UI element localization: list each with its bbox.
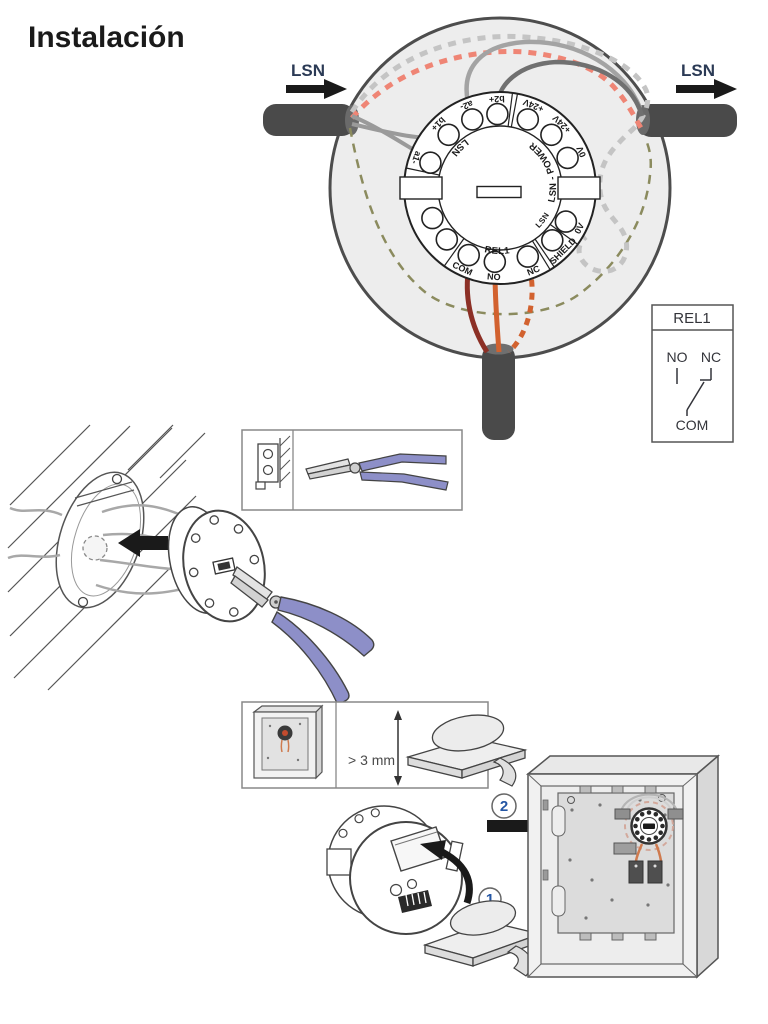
wire-lsn-a2-to-out <box>464 39 643 117</box>
terminal-label: a2- <box>459 98 475 112</box>
wiring-diagram: LSN LSN <box>263 16 737 440</box>
terminal-label: a1- <box>409 150 423 166</box>
adhesive-mount-illustration: > 3 mm 2 <box>241 701 721 979</box>
terminal-spare-2 <box>421 206 444 230</box>
tool-inset <box>241 429 463 511</box>
cabinet <box>525 754 721 979</box>
plate-holes <box>568 798 670 920</box>
terminal-no <box>483 250 507 274</box>
mini-cabinet-icon <box>252 704 324 780</box>
base-center-slot-dark <box>217 561 231 571</box>
thickness-arrow-icon <box>394 710 402 786</box>
wire-salmon-dashed <box>350 49 644 130</box>
base-connector <box>398 890 432 913</box>
terminal-24v-1 <box>516 108 540 131</box>
terminal-b2 <box>486 102 509 126</box>
terminal-com <box>457 243 481 267</box>
terminal-shield <box>540 229 564 252</box>
base-side-clip <box>326 848 352 876</box>
pliers-handle-lower <box>271 611 350 706</box>
relay-legend-box <box>651 304 734 443</box>
base-notch-left <box>399 176 443 200</box>
pliers <box>230 566 375 706</box>
terminal-label: b2+ <box>489 94 505 105</box>
pliers-handle-upper <box>277 596 375 657</box>
lsn-out-arrow-icon <box>676 79 737 99</box>
wire-relay-nc-orange-dashed <box>507 266 535 354</box>
flush-mount-illustration <box>7 424 463 706</box>
lsn-in-arrow-icon <box>286 79 347 99</box>
detector-base-back-view <box>326 805 464 935</box>
terminal-0v-lsn <box>554 210 578 233</box>
terminal-a1 <box>419 151 442 174</box>
push-direction-arrow-icon <box>118 529 168 557</box>
box-screw-bottom <box>77 596 89 608</box>
pliers-jaw-lower <box>230 575 269 608</box>
rotate-arrow-head <box>420 840 446 860</box>
clearance-label: > 3 mm <box>348 752 395 768</box>
wire-shield-olive-dashed <box>348 127 653 316</box>
adhesive-tape-icon <box>405 714 528 787</box>
box-screw-top <box>111 473 123 485</box>
wire-lsn-b2-to-out <box>494 59 645 117</box>
relay-nc-label: NC <box>701 349 721 365</box>
terminal-b1 <box>437 123 460 147</box>
terminal-circles <box>419 102 579 274</box>
step-1-number: 1 <box>486 891 494 908</box>
cabinet-side-face <box>696 754 719 979</box>
base-rim-nubs <box>330 808 380 858</box>
clip-left <box>614 808 631 820</box>
clip-right <box>667 808 684 820</box>
relay-com-label: COM <box>676 417 709 433</box>
lsn-out-label: LSN <box>681 61 715 80</box>
terminal-0v-power <box>556 146 579 170</box>
relay-no-label: NO <box>667 349 688 365</box>
adhesive-inset: > 3 mm <box>241 701 528 789</box>
terminal-label: 0V <box>574 145 588 159</box>
cable-relay <box>482 343 515 440</box>
cabinet-top-face <box>525 755 721 775</box>
lsn-out-header: LSN <box>676 61 737 99</box>
base-terminal-dots <box>633 810 665 842</box>
terminal-block-left <box>628 860 644 884</box>
rotate-arrow-icon <box>436 846 473 905</box>
base-wire-right <box>654 843 663 862</box>
terminal-24v-2 <box>540 123 563 147</box>
relay-legend: REL1 NO NC COM <box>651 304 734 443</box>
terminal-label: NC <box>526 263 542 277</box>
base-center-slot <box>476 185 522 199</box>
cable-lsn-in <box>263 104 359 136</box>
knockout-hole <box>82 535 108 561</box>
mounted-base <box>613 793 684 884</box>
group-dividers <box>405 92 579 271</box>
base-outline-dashed <box>624 801 674 851</box>
step-2-number: 2 <box>500 798 508 815</box>
terminal-label: 0V <box>572 221 586 235</box>
group-label-rel1: REL1 <box>484 244 511 257</box>
relay-legend-title: REL1 <box>673 310 711 327</box>
terminal-block-right <box>647 860 663 884</box>
relay-contact-symbol-icon <box>676 368 712 416</box>
detector-base-side-view <box>167 506 266 623</box>
lsn-in-header: LSN <box>286 61 347 99</box>
cable-lsn-out <box>636 104 737 137</box>
terminal-spare-1 <box>435 228 459 251</box>
terminal-a2 <box>460 108 484 131</box>
page-title: Instalación <box>28 21 185 54</box>
lsn-in-label: LSN <box>291 61 325 80</box>
pliers-icon <box>305 453 449 491</box>
base-notch-right <box>557 176 601 200</box>
terminal-label: NO <box>487 271 501 282</box>
step-2-badge: 2 <box>491 793 517 819</box>
anchor-icon <box>255 435 291 490</box>
base-wire-left <box>634 843 644 862</box>
terminal-nc <box>516 245 540 268</box>
wire-gray-dashed <box>349 33 651 274</box>
